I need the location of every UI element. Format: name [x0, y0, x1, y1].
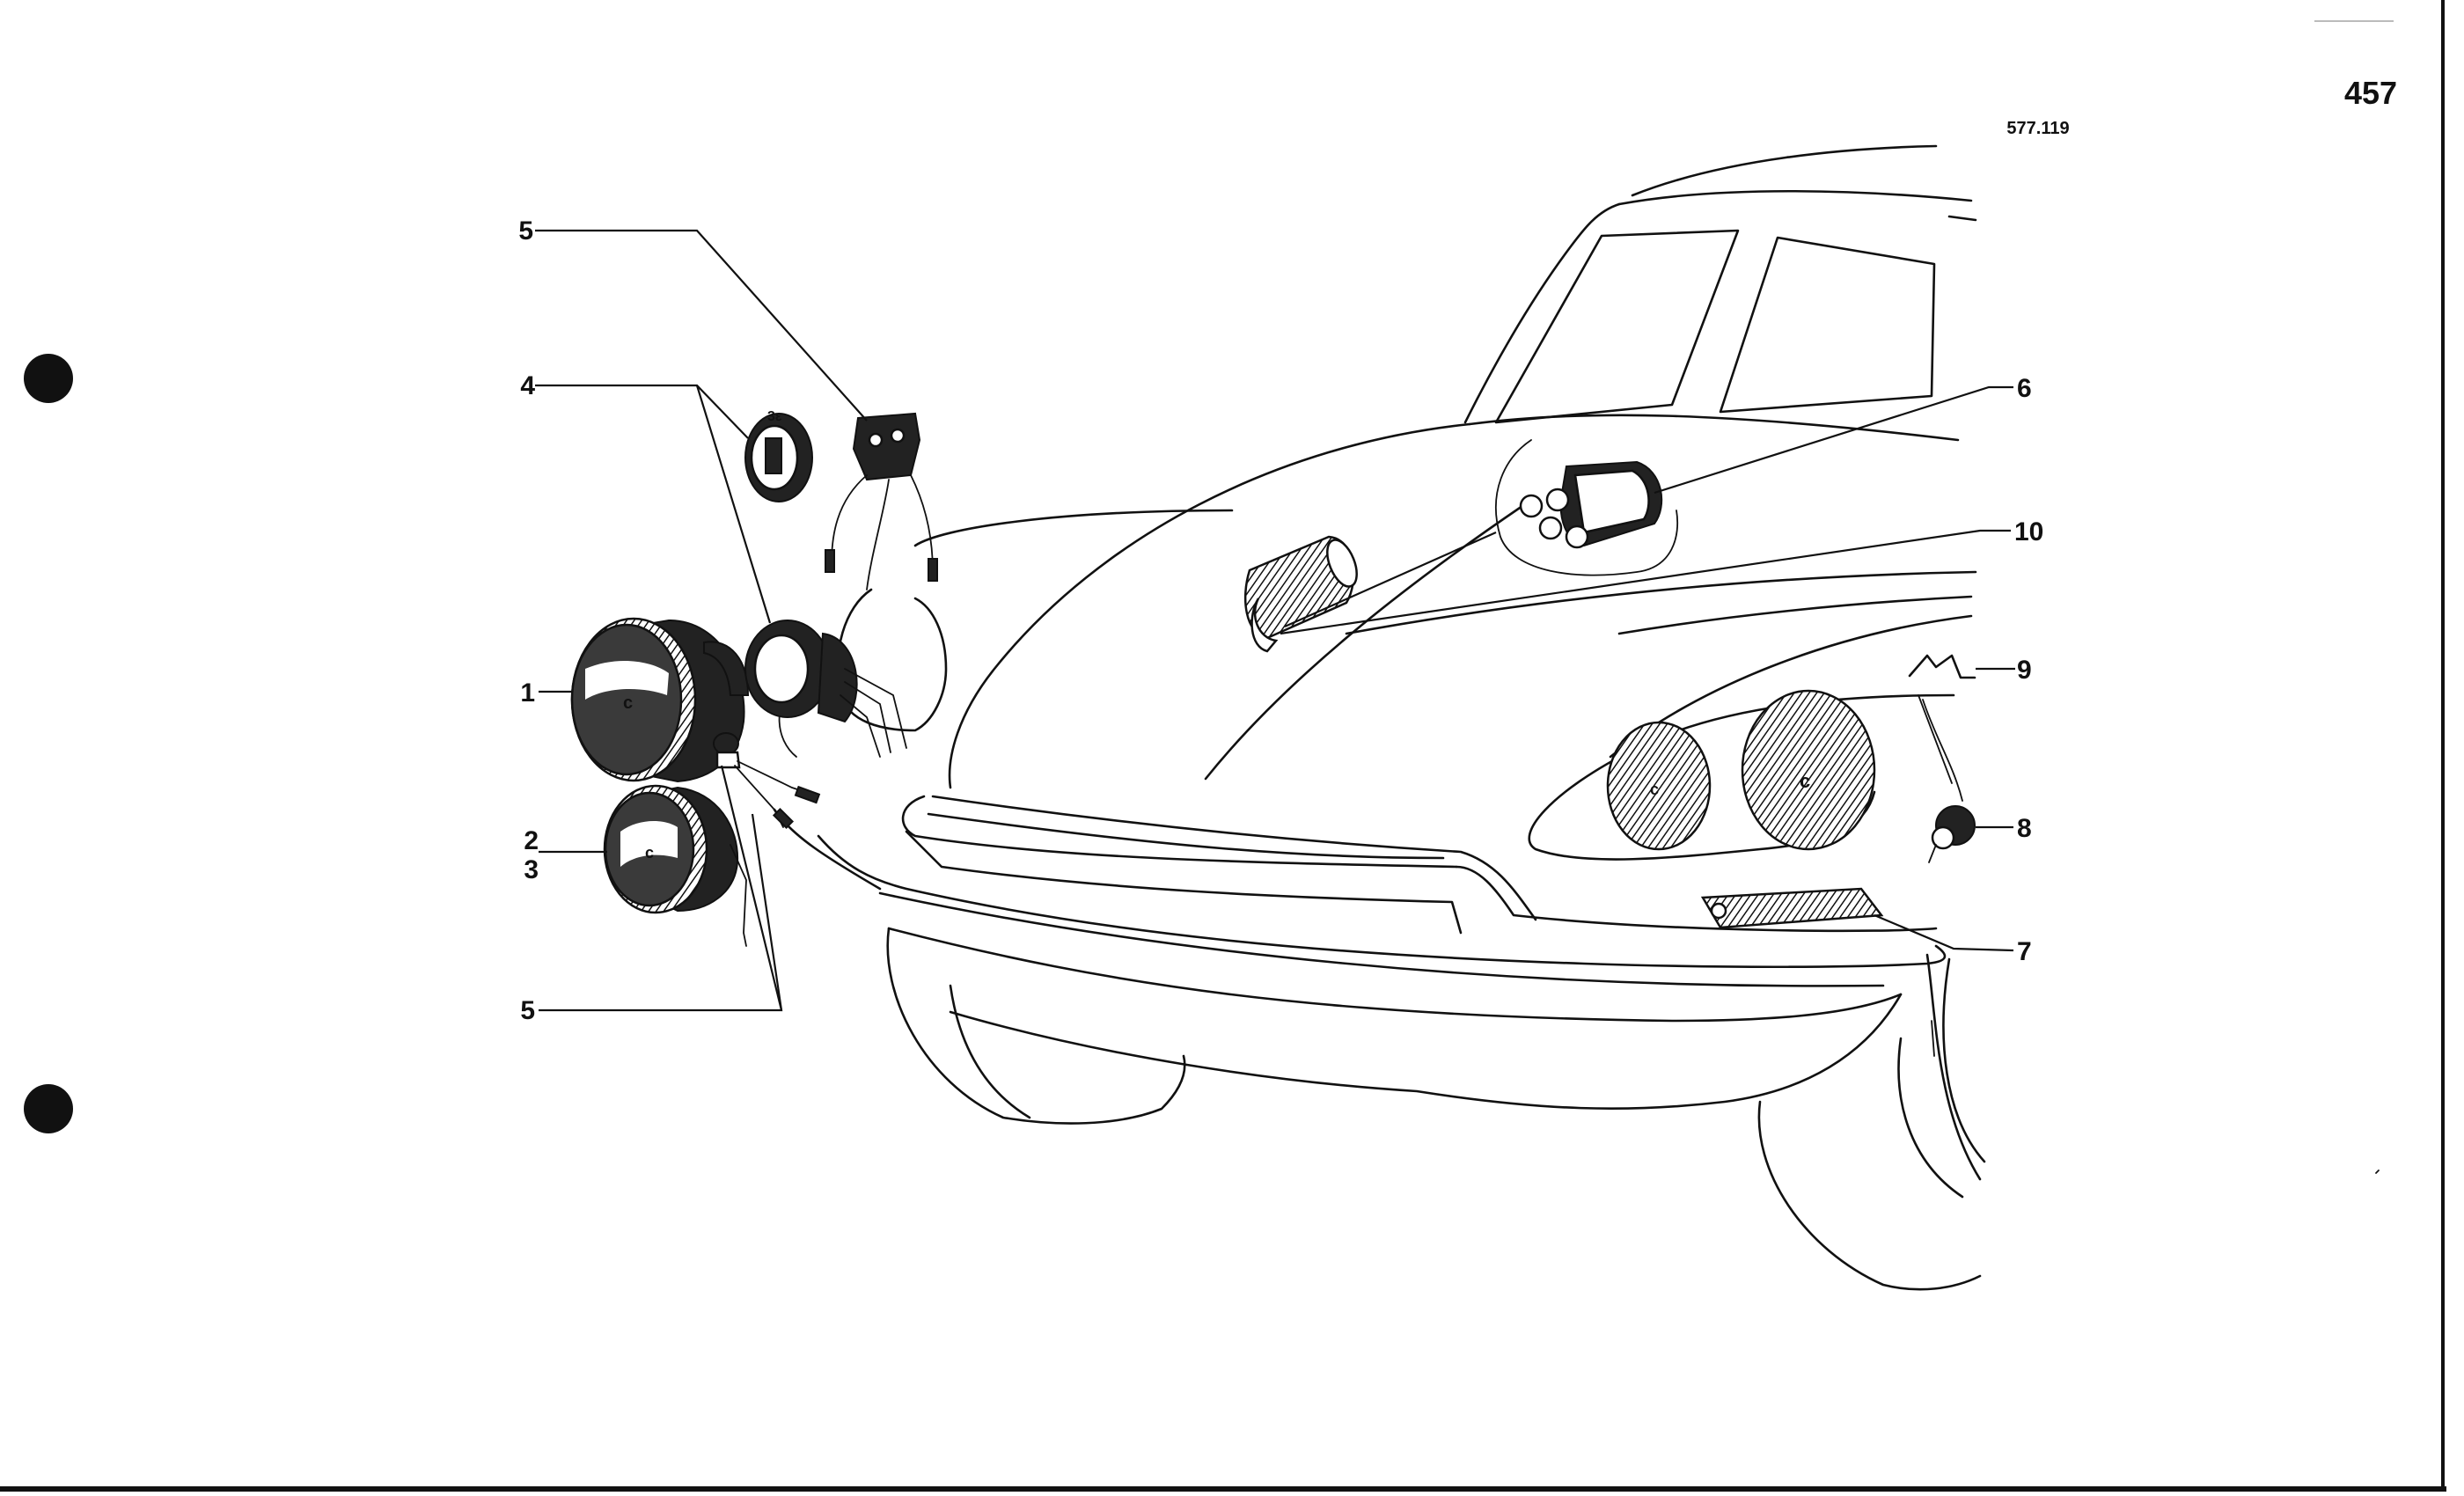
- part-8-holder: [1922, 699, 1976, 863]
- part-2-3-lamp: c: [603, 784, 747, 947]
- car-outline: [773, 144, 1986, 1291]
- page-number: 457: [2344, 75, 2397, 111]
- part-5-connector-upper: [825, 412, 938, 590]
- part-4-socket-lower: [744, 620, 907, 758]
- callout-3: 3: [524, 855, 539, 884]
- part-9-clip: [1908, 654, 1976, 784]
- callout-5-top: 5: [518, 216, 533, 246]
- socket-mark: 3ε: [767, 409, 782, 424]
- callout-5-bottom: 5: [520, 996, 535, 1025]
- part-6-horn: [1495, 439, 1679, 576]
- callout-9: 9: [2017, 656, 2032, 685]
- callout-7: 7: [2017, 937, 2032, 966]
- part-10-coil: [1243, 535, 1358, 653]
- callout-4: 4: [520, 371, 535, 400]
- callout-6: 6: [2017, 374, 2032, 403]
- part-7-indicator: [1700, 887, 1884, 929]
- punch-hole-bottom: [24, 1084, 73, 1133]
- part-4-socket-upper: [744, 413, 813, 502]
- callout-1: 1: [520, 678, 535, 708]
- svg-text:c: c: [1800, 770, 1810, 792]
- callout-labels: 1 2 3 4 5 5 6 7 8 9 10: [518, 216, 2043, 1025]
- svg-text:c: c: [645, 844, 654, 862]
- part-5-bulb-lower: [713, 732, 821, 830]
- callout-8: 8: [2017, 814, 2032, 843]
- car-headlamps: c c: [1606, 689, 1876, 851]
- svg-text:c: c: [1650, 781, 1659, 798]
- callout-2: 2: [524, 826, 539, 855]
- callout-10: 10: [2014, 517, 2043, 546]
- part-1-headlamp: c: [570, 617, 750, 783]
- punch-hole-top: [24, 354, 73, 403]
- drawing-reference: 577.119: [2006, 119, 2069, 138]
- svg-text:c: c: [623, 693, 633, 713]
- leader-lines: [535, 229, 2015, 1012]
